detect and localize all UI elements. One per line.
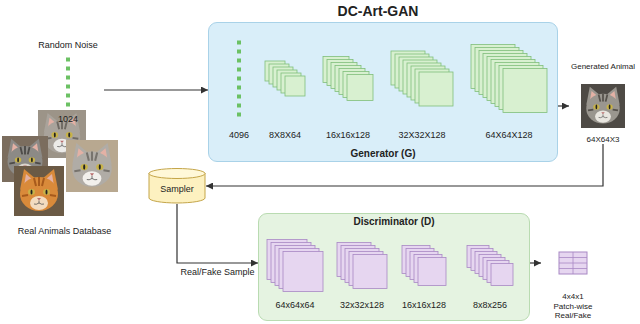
edge-label: Real/Fake Sample bbox=[178, 267, 256, 277]
flow-arrow bbox=[530, 262, 541, 263]
node-label: 8X8X64 bbox=[269, 130, 301, 140]
feature-map bbox=[347, 75, 373, 101]
vector-dot bbox=[66, 58, 70, 62]
feature-map-stack: 32X32X128 bbox=[386, 30, 458, 140]
vector-dot bbox=[237, 86, 241, 90]
stack-shape bbox=[396, 234, 452, 310]
generated-cat bbox=[581, 84, 625, 128]
image-dataset: Real Animals Database bbox=[2, 108, 127, 236]
vector-dot bbox=[237, 41, 241, 45]
vector-dot bbox=[237, 77, 241, 81]
node-label: Generated Animal bbox=[571, 62, 635, 71]
flow-arrow bbox=[558, 105, 569, 106]
stack-shape bbox=[318, 30, 378, 140]
vector-dot bbox=[66, 67, 70, 71]
diagram-title: DC-Art-GAN bbox=[278, 3, 478, 19]
node-label: 32X32X128 bbox=[398, 130, 445, 140]
node-label: 64x64x64 bbox=[275, 300, 314, 310]
stack-shape bbox=[386, 30, 458, 140]
feature-map-stack: 16x16x128 bbox=[396, 234, 452, 310]
patch-grid bbox=[559, 252, 587, 274]
dots-shape bbox=[226, 30, 252, 140]
node-label: Patch-wise Real/Fake bbox=[543, 302, 603, 320]
vector-dot bbox=[237, 95, 241, 99]
panel-title: Discriminator (D) bbox=[353, 216, 434, 228]
node-label: 4x4x1 bbox=[562, 292, 583, 301]
generator-panel: Generator (G) 4096 8X8X64 16x16x128 32X32X12… bbox=[208, 22, 558, 162]
patch-output: 4x4x1Patch-wise Real/Fake bbox=[541, 246, 605, 320]
vector-dot bbox=[66, 94, 70, 98]
feature-map bbox=[283, 252, 323, 292]
dots-shape bbox=[32, 40, 104, 124]
feature-map-stack: 8x8x256 bbox=[458, 234, 522, 310]
node-label: 16x16x128 bbox=[326, 130, 370, 140]
node-label: 4096 bbox=[229, 130, 249, 140]
feature-map-stack: 64x64x64 bbox=[262, 234, 328, 310]
latent-vector: 4096 bbox=[226, 30, 252, 140]
node-label: Real Animals Database bbox=[18, 226, 112, 236]
sampler-cylinder: Sampler bbox=[148, 168, 206, 204]
vector-dot bbox=[237, 50, 241, 54]
stack-shape bbox=[458, 234, 522, 310]
node-label: 16x16x128 bbox=[402, 300, 446, 310]
feature-map bbox=[419, 72, 453, 106]
stack-shape bbox=[260, 30, 310, 140]
feature-map bbox=[418, 258, 446, 286]
vector-dot bbox=[66, 85, 70, 89]
stack-shape bbox=[466, 30, 552, 140]
grid-line bbox=[573, 252, 574, 274]
node-label: 32x32x128 bbox=[340, 300, 384, 310]
feature-map bbox=[285, 76, 305, 96]
node-label: Sampler bbox=[160, 184, 194, 194]
feature-map-stack: 64X64X128 bbox=[466, 30, 552, 140]
flow-arrow bbox=[104, 89, 208, 90]
feature-map-stack: 8X8X64 bbox=[260, 30, 310, 140]
cat-photo bbox=[14, 166, 64, 216]
vector-dot bbox=[237, 113, 241, 117]
stack-shape bbox=[262, 234, 328, 310]
node-label: 64X64X3 bbox=[587, 135, 620, 144]
vector-dot bbox=[237, 59, 241, 63]
vector-dot bbox=[66, 76, 70, 80]
node-label: 1024 bbox=[58, 114, 78, 124]
cat-photo bbox=[66, 140, 118, 192]
node-label: Random Noise bbox=[38, 40, 98, 50]
stack-shape bbox=[334, 234, 390, 310]
feature-map bbox=[353, 255, 387, 289]
discriminator-panel: Discriminator (D) 64x64x64 32x32x128 16x16x… bbox=[258, 213, 530, 321]
vector-dot bbox=[66, 103, 70, 107]
generated-image: Generated Animal 64X64X3 bbox=[569, 62, 637, 144]
feature-map-stack: 32x32x128 bbox=[334, 234, 390, 310]
node-label: 8x8x256 bbox=[473, 300, 507, 310]
cylinder-top bbox=[149, 169, 205, 179]
feature-map bbox=[503, 69, 547, 113]
feature-map bbox=[491, 264, 513, 286]
node-label: 64X64X128 bbox=[485, 130, 532, 140]
panel-title: Generator (G) bbox=[350, 148, 415, 160]
noise-vector: Random Noise 1024 bbox=[32, 40, 104, 124]
vector-dot bbox=[237, 104, 241, 108]
feature-map-stack: 16x16x128 bbox=[318, 30, 378, 140]
vector-dot bbox=[237, 68, 241, 72]
flow-arrow bbox=[177, 204, 258, 263]
